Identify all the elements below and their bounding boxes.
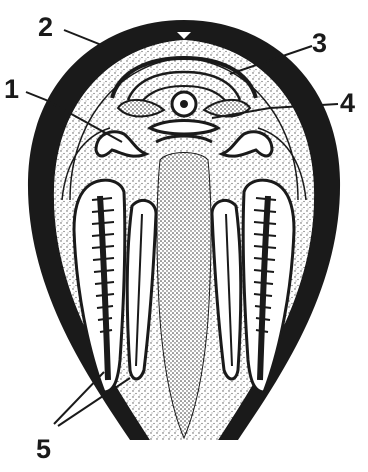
central-ganglion-core <box>180 100 188 108</box>
label-2: 2 <box>38 12 53 42</box>
label-1: 1 <box>4 74 19 104</box>
leader-line-2 <box>64 30 104 46</box>
label-4: 4 <box>340 88 355 118</box>
mouth-band <box>150 121 218 135</box>
label-3: 3 <box>312 28 327 58</box>
leader-line-5a <box>54 372 104 424</box>
label-5: 5 <box>36 434 51 464</box>
